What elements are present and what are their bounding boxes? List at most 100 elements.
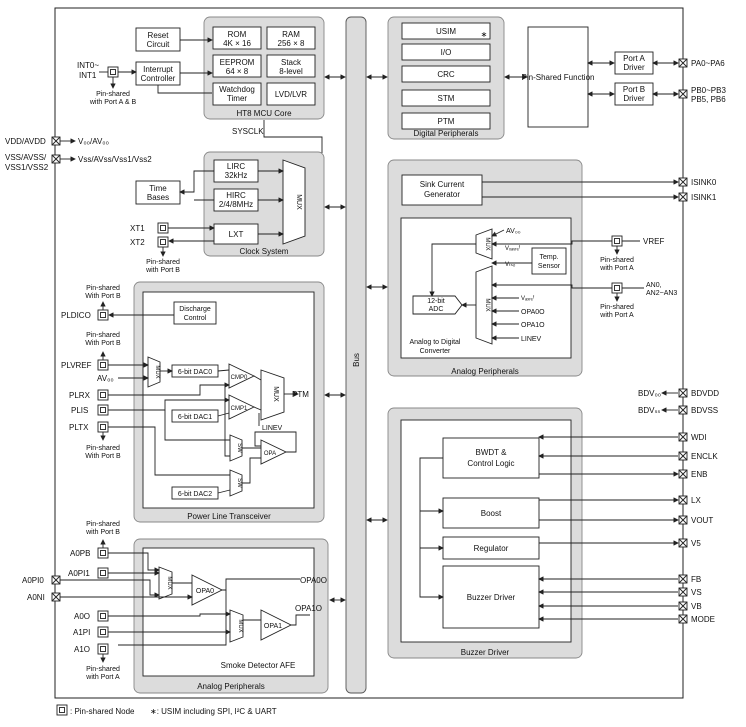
buzzer-driver: BWDT & Control Logic Boost Regulator Buz… (387, 407, 583, 659)
mcu-core-title: HT8 MCU Core (236, 109, 292, 118)
svg-text:CMP1: CMP1 (231, 406, 248, 412)
bus (345, 16, 367, 694)
svg-text:Pin-shared: Pin-shared (96, 91, 130, 98)
bus-label: Bus (352, 353, 361, 367)
svg-text:A1PI: A1PI (73, 628, 90, 637)
svg-text:Pin-shared: Pin-shared (86, 521, 120, 528)
svg-text:A0NI: A0NI (27, 593, 45, 602)
svg-text:OPA0: OPA0 (196, 588, 214, 595)
svg-text:Control Logic: Control Logic (467, 459, 514, 468)
svg-text:ISINK1: ISINK1 (691, 193, 717, 202)
svg-text:Pin-shared: Pin-shared (600, 257, 634, 264)
svg-text:Stack: Stack (281, 58, 302, 67)
svg-text:V5: V5 (691, 539, 701, 548)
svg-text:256 × 8: 256 × 8 (278, 39, 305, 48)
svg-text:BDVₛₛ: BDVₛₛ (638, 406, 660, 415)
svg-text:STM: STM (438, 94, 455, 103)
svg-text:Time: Time (149, 184, 167, 193)
plt-title: Power Line Transceiver (187, 512, 271, 521)
svg-text:CRC: CRC (437, 70, 455, 79)
svg-text:A1O: A1O (74, 645, 90, 654)
bdvss-pin (678, 405, 688, 415)
svg-text:with Port A: with Port A (599, 312, 634, 319)
svg-text:With Port B: With Port B (85, 293, 121, 300)
svg-text:With Port B: With Port B (85, 340, 121, 347)
svg-text:ENCLK: ENCLK (691, 452, 718, 461)
xt2-label: XT2 (130, 238, 145, 247)
svg-text:PLTX: PLTX (69, 423, 89, 432)
svg-text:AN0,: AN0, (646, 282, 662, 289)
svg-text:with Port A: with Port A (85, 674, 120, 681)
svg-text:6-bit DAC2: 6-bit DAC2 (178, 491, 212, 498)
svg-text:Buzzer Driver: Buzzer Driver (467, 593, 516, 602)
svg-text:with Port B: with Port B (85, 529, 120, 536)
svg-text:MUX: MUX (484, 298, 490, 311)
svg-text:Sensor: Sensor (538, 263, 561, 270)
svg-text:PB0~PB3: PB0~PB3 (691, 86, 726, 95)
svg-text:SW: SW (236, 443, 242, 453)
svg-text:Bases: Bases (147, 193, 169, 202)
svg-text:MUX: MUX (237, 619, 243, 632)
svg-text:2/4/8MHz: 2/4/8MHz (219, 200, 253, 209)
svg-text:12-bit: 12-bit (427, 298, 445, 305)
svg-text:V₀₀/AV₀₀: V₀₀/AV₀₀ (78, 137, 109, 146)
clock-system: LIRC 32kHz HIRC 2/4/8MHz LXT MUX Clock S… (203, 151, 325, 257)
svg-text:BDV₀₀: BDV₀₀ (638, 389, 661, 398)
svg-text:ROM: ROM (228, 30, 247, 39)
vdd-pin (51, 136, 61, 146)
svg-text:Regulator: Regulator (474, 544, 509, 553)
svg-text:A0O: A0O (74, 612, 90, 621)
svg-text:OPA0O: OPA0O (300, 576, 327, 585)
svg-text:EEPROM: EEPROM (220, 58, 255, 67)
clock-system-title: Clock System (240, 247, 289, 256)
svg-text:Smoke Detector AFE: Smoke Detector AFE (221, 661, 296, 670)
sysclk-label: SYSCLK (232, 127, 264, 136)
buzzer-pin-labels: WDI ENCLK ENB LX VOUT V5 FB VS VB MODE (678, 432, 718, 624)
svg-text:Circuit: Circuit (147, 40, 170, 49)
svg-text:PB5, PB6: PB5, PB6 (691, 95, 726, 104)
svg-text:PLDICO: PLDICO (61, 311, 91, 320)
svg-text:MUX: MUX (272, 386, 279, 402)
svg-text:OPA: OPA (264, 451, 276, 457)
legend: : Pin-shared Node ∗: USIM including SPI,… (56, 704, 277, 716)
svg-text:Pin-shared: Pin-shared (86, 445, 120, 452)
svg-text:Interrupt: Interrupt (143, 65, 174, 74)
svg-text:32kHz: 32kHz (225, 171, 248, 180)
vss-pin-label: VSS/AVSS/ (5, 153, 47, 162)
svg-text:Generator: Generator (424, 190, 460, 199)
svg-text:LINEV: LINEV (262, 425, 283, 432)
analog-peripherals-top: Sink Current Generator Analog to Digital… (387, 159, 583, 377)
pb-pin (678, 89, 688, 99)
svg-text:4K × 16: 4K × 16 (223, 39, 251, 48)
svg-text:CMP0: CMP0 (231, 375, 248, 381)
svg-text:Converter: Converter (420, 348, 451, 355)
reset-circuit (135, 27, 181, 52)
svg-text:PTM: PTM (292, 390, 309, 399)
digital-peripherals: USIM ∗ I/O CRC STM PTM Digital Periphera… (387, 16, 505, 140)
svg-text:Boost: Boost (481, 509, 502, 518)
svg-text:RAM: RAM (282, 30, 300, 39)
svg-text:Pin-shared: Pin-shared (86, 666, 120, 673)
svg-text:AN2~AN3: AN2~AN3 (646, 290, 677, 297)
svg-text:Pin-shared: Pin-shared (146, 259, 180, 266)
svg-text:Controller: Controller (141, 74, 176, 83)
analog-peripherals-top-title: Analog Peripherals (451, 367, 519, 376)
pin-shared-function (527, 26, 589, 128)
xt1-label: XT1 (130, 224, 145, 233)
svg-text:LIRC: LIRC (227, 162, 245, 171)
chip-outline (54, 7, 684, 699)
mcu-core: ROM 4K × 16 RAM 256 × 8 EEPROM 64 × 8 St… (203, 16, 325, 120)
svg-text:PTM: PTM (438, 117, 455, 126)
int0-label: INT0~ (77, 61, 99, 70)
svg-text:MUX: MUX (484, 237, 490, 250)
a0pi0-pin (51, 575, 61, 585)
svg-text:ISINK0: ISINK0 (691, 178, 717, 187)
svg-text:LX: LX (691, 496, 701, 505)
svg-text:with Port A & B: with Port A & B (89, 99, 137, 106)
svg-text:BDVSS: BDVSS (691, 406, 718, 415)
isink1-pin (678, 192, 688, 202)
svg-text:Watchdog: Watchdog (219, 85, 255, 94)
svg-text:AV₀₀: AV₀₀ (506, 228, 521, 235)
svg-text:Driver: Driver (623, 94, 645, 103)
svg-text:Vₜₛₒ: Vₜₛₒ (505, 262, 516, 268)
